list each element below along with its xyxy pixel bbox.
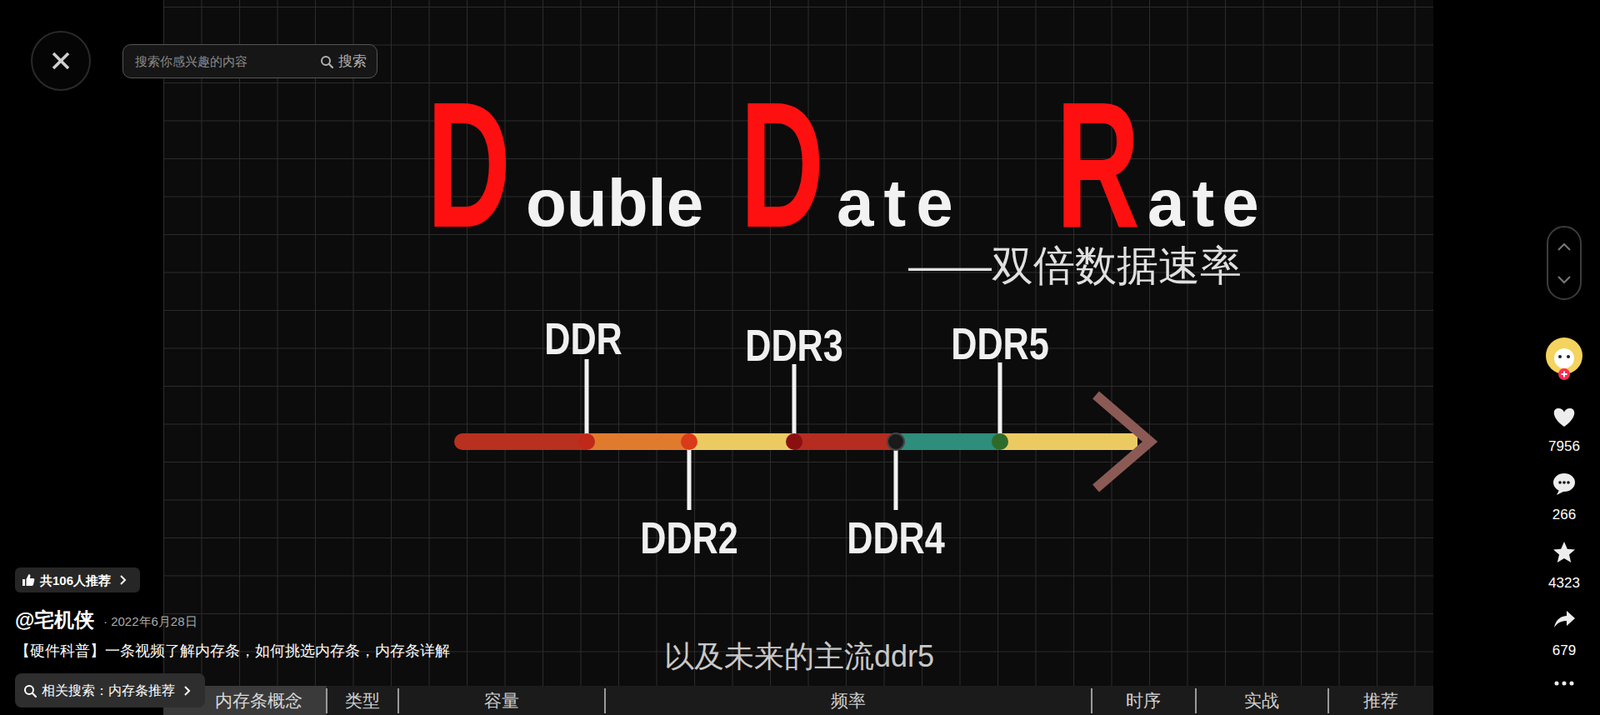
comment-bubble xyxy=(1553,473,1575,492)
favorite-count: 4323 xyxy=(1548,575,1580,590)
title-initial: D xyxy=(740,75,825,255)
comment-icon xyxy=(1553,473,1575,495)
post-date: · 2022年6月28日 xyxy=(103,615,198,628)
scroll-pill xyxy=(1547,226,1581,300)
timeline-dot xyxy=(785,433,803,450)
search-icon xyxy=(320,55,334,69)
chapter-divider xyxy=(397,688,400,714)
subtitle: 以及未来的主流ddr5 xyxy=(664,641,935,672)
search-handle xyxy=(32,692,36,696)
chapter-bar xyxy=(163,685,1434,715)
more-icon xyxy=(1555,681,1560,686)
follow-plus xyxy=(1561,371,1568,378)
avatar-face xyxy=(1554,348,1575,369)
chapter-divider xyxy=(1327,688,1330,714)
leader-line xyxy=(998,362,1003,439)
leader-line xyxy=(687,445,692,510)
title-initial: R xyxy=(1055,75,1140,255)
node-text: 搜索你感兴趣的内容 xyxy=(135,55,248,68)
chapter-divider xyxy=(325,688,328,714)
timeline-segment xyxy=(1000,433,1138,450)
ddr-timeline xyxy=(454,359,1150,510)
close-circle xyxy=(31,31,90,90)
timeline-segment xyxy=(454,433,587,450)
node-text: 共106人推荐 xyxy=(40,574,111,587)
close-icon xyxy=(53,53,69,69)
comment-count: 266 xyxy=(1552,507,1576,522)
follow-badge xyxy=(1558,368,1570,380)
timeline-segment xyxy=(586,433,690,450)
timeline-arrowhead xyxy=(1095,395,1150,489)
video-frame xyxy=(163,0,1434,686)
search-box: 搜索你感兴趣的内容 搜索 xyxy=(122,44,378,79)
scroll-up-icon xyxy=(1558,244,1570,250)
timeline-dot xyxy=(680,433,698,450)
title-word: ate xyxy=(836,170,964,237)
chevron-stroke xyxy=(185,686,190,695)
chev-icon xyxy=(180,684,194,698)
chapter-divider xyxy=(604,688,606,714)
like-icon xyxy=(1554,408,1575,427)
thumb-shape xyxy=(22,574,35,586)
leader-line xyxy=(585,359,590,439)
chapter-label: 推荐 xyxy=(1363,691,1399,710)
close-button xyxy=(31,31,90,90)
like-count: 7956 xyxy=(1548,439,1580,454)
more-icon xyxy=(1562,681,1567,686)
avatar-eye xyxy=(1558,355,1562,359)
comment-dot xyxy=(1562,480,1566,485)
video-description: 【硬件科普】一条视频了解内存条，如何挑选内存条，内存条详解 xyxy=(15,643,450,659)
action-sidebar xyxy=(1545,226,1583,686)
node-action-text: 搜索 xyxy=(338,54,367,69)
more-icon xyxy=(1570,681,1575,686)
chapter-label: 内存条概念 xyxy=(215,691,303,710)
comment-tail xyxy=(1556,490,1565,495)
generation-label: DDR2 xyxy=(640,515,739,560)
author-name: @宅机侠 xyxy=(15,610,95,630)
title-initial: D xyxy=(426,75,511,255)
related-search-pill: 相关搜索：内存条推荐 xyxy=(15,673,205,708)
timeline-dot xyxy=(887,433,905,450)
comment-dot xyxy=(1566,480,1570,485)
title-word: ate xyxy=(1147,170,1267,237)
comment-dot xyxy=(1558,480,1562,485)
chevron-stroke xyxy=(120,575,125,585)
search-icon xyxy=(23,684,37,698)
chev-icon xyxy=(115,573,130,587)
chapter-divider xyxy=(1090,688,1093,714)
share-count: 679 xyxy=(1552,643,1576,658)
favorite-icon xyxy=(1553,541,1575,563)
share-icon xyxy=(1554,610,1575,628)
chapter-track xyxy=(163,685,1434,715)
chapter-divider xyxy=(1195,688,1197,714)
generation-label: DDR xyxy=(544,315,623,361)
thumb-icon xyxy=(21,573,35,587)
title-translation: ——双倍数据速率 xyxy=(908,245,1242,287)
timeline-segment xyxy=(794,433,896,450)
chapter-label: 实战 xyxy=(1244,691,1280,710)
timeline-segment xyxy=(895,433,1000,450)
chapter-label: 频率 xyxy=(830,691,866,710)
leader-line xyxy=(894,445,899,510)
close-icon xyxy=(53,53,69,69)
leader-line xyxy=(792,364,797,439)
timeline-segment xyxy=(689,433,795,450)
generation-label: DDR5 xyxy=(950,320,1050,366)
grid-paper xyxy=(163,0,1434,686)
avatar-eye xyxy=(1566,355,1570,359)
generation-label: DDR4 xyxy=(846,515,945,560)
chapter-label: 类型 xyxy=(345,691,380,710)
chapter-label: 时序 xyxy=(1125,691,1161,710)
generation-label: DDR3 xyxy=(745,322,844,368)
search-handle xyxy=(329,63,333,67)
timeline-dot xyxy=(991,433,1009,450)
node-text: 相关搜索：内存条推荐 xyxy=(41,684,175,698)
chapter-label: 容量 xyxy=(484,691,520,710)
timeline-dot xyxy=(578,433,595,450)
recommend-pill: 共106人推荐 xyxy=(15,567,140,593)
scroll-down-icon xyxy=(1558,276,1570,283)
title-word: ouble xyxy=(525,170,704,237)
